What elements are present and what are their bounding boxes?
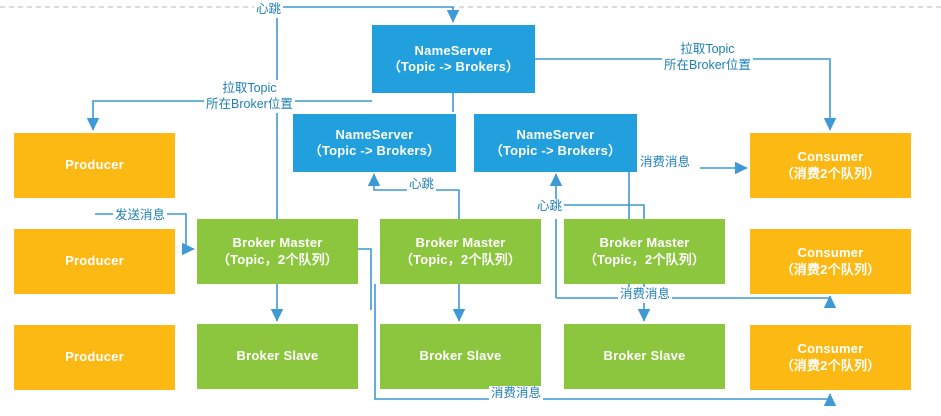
node-consumer-3[interactable]: Consumer（消费2个队列） xyxy=(750,325,911,390)
node-title: Broker Slave xyxy=(419,348,502,364)
node-broker-slave-1[interactable]: Broker Slave xyxy=(197,324,358,389)
wire-pull-topic-to-consumer xyxy=(535,58,837,131)
node-ns-mid-right[interactable]: NameServer（Topic -> Brokers） xyxy=(474,114,637,172)
node-title: Producer xyxy=(65,157,124,173)
node-title: Consumer xyxy=(797,149,864,165)
node-broker-master-2[interactable]: Broker Master（Topic，2个队列） xyxy=(380,219,541,284)
node-producer-3[interactable]: Producer xyxy=(14,325,175,390)
node-title: Broker Master xyxy=(599,235,690,251)
node-subtitle: （Topic，2个队列） xyxy=(216,251,339,267)
node-broker-master-1[interactable]: Broker Master（Topic，2个队列） xyxy=(197,219,358,284)
edge-label-heartbeat-right: 心跳 xyxy=(535,199,565,215)
node-broker-slave-2[interactable]: Broker Slave xyxy=(380,324,541,389)
node-title: Producer xyxy=(65,253,124,269)
edge-label-heartbeat-mid: 心跳 xyxy=(407,177,437,193)
edge-label-consume-message-bottom: 消费消息 xyxy=(489,386,544,402)
node-title: Broker Slave xyxy=(603,348,686,364)
edge-label-send-message: 发送消息 xyxy=(113,208,168,224)
node-broker-slave-3[interactable]: Broker Slave xyxy=(564,324,725,389)
node-subtitle: （消费2个队列） xyxy=(780,357,881,373)
node-consumer-2[interactable]: Consumer（消费2个队列） xyxy=(750,229,911,294)
node-title: Producer xyxy=(65,349,124,365)
edge-label-consume-message-top: 消费消息 xyxy=(638,155,693,171)
node-title: Consumer xyxy=(797,341,864,357)
node-ns-mid-left[interactable]: NameServer（Topic -> Brokers） xyxy=(293,114,456,172)
wire-master1-branch xyxy=(358,248,372,310)
node-subtitle: （Topic -> Brokers） xyxy=(308,143,441,158)
node-subtitle: （Topic，2个队列） xyxy=(583,251,706,267)
wire-heartbeat-to-nameserver-top xyxy=(276,6,460,219)
node-title: Broker Slave xyxy=(236,348,319,364)
node-subtitle: （消费2个队列） xyxy=(780,261,881,277)
node-subtitle: （Topic，2个队列） xyxy=(399,251,522,267)
node-title: Consumer xyxy=(797,245,864,261)
node-producer-2[interactable]: Producer xyxy=(14,229,175,294)
node-consumer-1[interactable]: Consumer（消费2个队列） xyxy=(750,133,911,198)
node-subtitle: （Topic -> Brokers） xyxy=(489,143,622,158)
node-title: Broker Master xyxy=(415,235,506,251)
wire-consume-message-mid xyxy=(556,297,831,299)
wire-consume-message-bottom xyxy=(374,284,837,406)
node-subtitle: （消费2个队列） xyxy=(780,165,881,181)
node-producer-1[interactable]: Producer xyxy=(14,133,175,198)
node-title: Broker Master xyxy=(232,235,323,251)
node-subtitle: （Topic -> Brokers） xyxy=(387,59,520,74)
node-broker-master-3[interactable]: Broker Master（Topic，2个队列） xyxy=(564,219,725,284)
node-ns-top[interactable]: NameServer（Topic -> Brokers） xyxy=(372,25,535,93)
node-title: NameServer xyxy=(335,126,414,142)
node-title: NameServer xyxy=(414,42,493,58)
edge-label-heartbeat-top: 心跳 xyxy=(254,2,284,18)
wire-heartbeat-broker3-to-nameserver xyxy=(549,173,645,219)
edge-label-consume-message-mid: 消费消息 xyxy=(618,287,673,303)
node-title: NameServer xyxy=(516,126,595,142)
